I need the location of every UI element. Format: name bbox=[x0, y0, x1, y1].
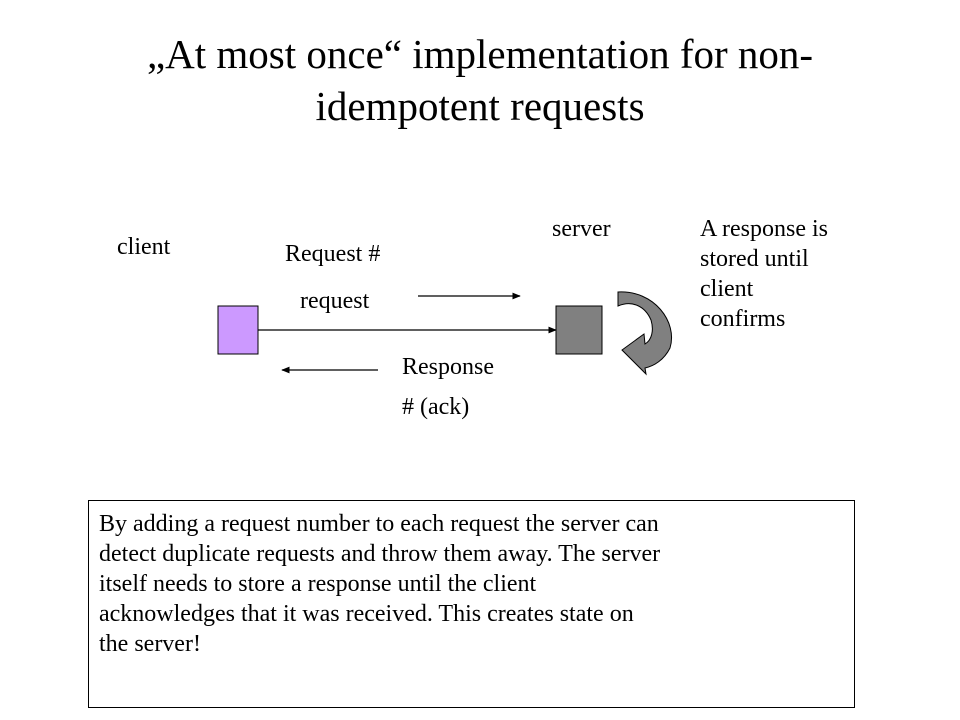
explanation-box: By adding a request number to each reque… bbox=[88, 500, 855, 708]
storage-note-line-3: client bbox=[700, 276, 754, 302]
explanation-line-3: itself needs to store a response until t… bbox=[99, 571, 537, 597]
client-node bbox=[217, 305, 259, 355]
stored-response-loop-arrow bbox=[617, 291, 672, 376]
request-label: request bbox=[300, 288, 370, 314]
storage-note-line-4: confirms bbox=[700, 306, 786, 332]
server-node bbox=[555, 305, 603, 355]
title-line-2: idempotent requests bbox=[315, 83, 645, 129]
storage-note-line-2: stored until bbox=[700, 246, 809, 272]
explanation-line-5: the server! bbox=[99, 631, 201, 657]
explanation-line-2: detect duplicate requests and throw them… bbox=[99, 541, 661, 567]
title-line-1: „At most once“ implementation for non- bbox=[146, 31, 814, 77]
explanation-line-1: By adding a request number to each reque… bbox=[99, 511, 659, 537]
storage-note-line-1: A response is bbox=[700, 216, 828, 242]
request-number-label: Request # bbox=[285, 241, 381, 267]
response-label-line-2: # (ack) bbox=[402, 394, 470, 420]
storage-note: A response is stored until client confir… bbox=[700, 214, 890, 334]
client-label: client bbox=[117, 234, 171, 260]
server-label: server bbox=[552, 216, 611, 242]
slide-title: „At most once“ implementation for non- i… bbox=[40, 28, 920, 132]
explanation-line-4: acknowledges that it was received. This … bbox=[99, 601, 634, 627]
response-label-line-1: Response bbox=[402, 354, 494, 380]
